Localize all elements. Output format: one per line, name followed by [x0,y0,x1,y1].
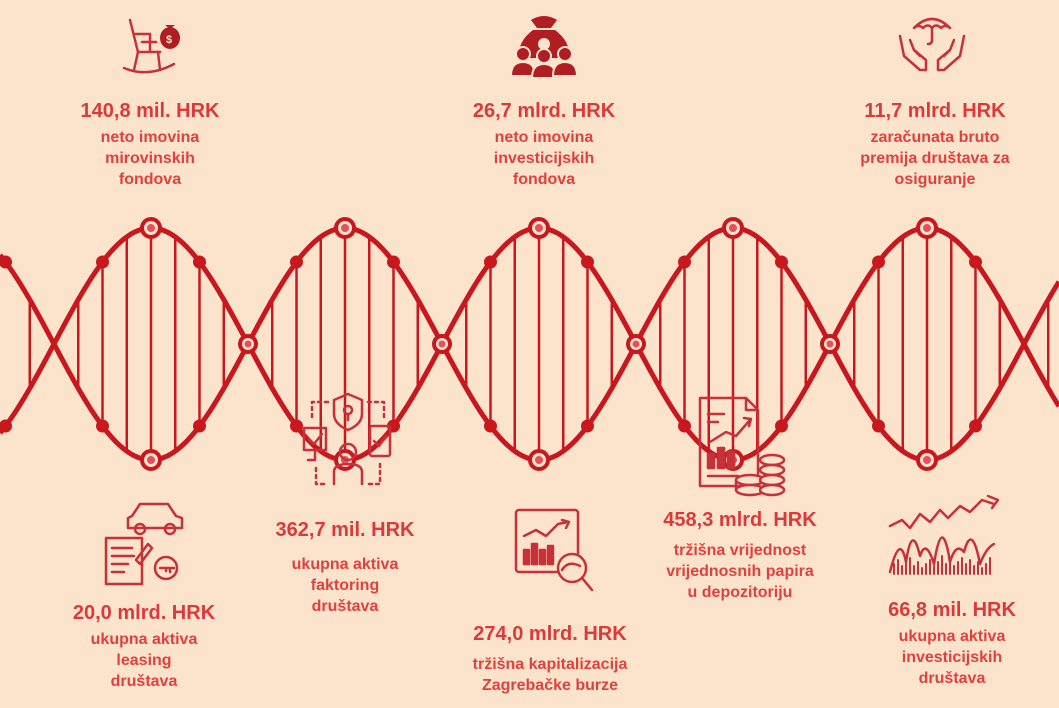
stat-factoring-assets: 362,7 mil. HRK ukupna aktiva faktoring d… [276,518,415,617]
helix-highlight-dot [729,224,737,232]
stat-label-line: faktoring [310,577,380,594]
helix-node [96,419,109,433]
stat-label-line: premija društava za [860,150,1010,167]
stat-label-line: osiguranje [894,171,976,188]
car-contract-key-icon [98,496,188,588]
rocking-chair-money-bag-icon: $ [120,12,188,80]
stat-label-line: Zagrebačke burze [481,677,619,694]
helix-crossing-dot [438,340,446,348]
helix-node [678,255,691,269]
stat-label-line: fondova [118,171,182,188]
helix-node [969,255,982,269]
stat-label-line: vrijednosnih papira [666,563,814,580]
helix-node [678,419,691,433]
stat-label-line: ukupna aktiva [90,631,198,648]
stat-label: ukupna aktiva investicijskih društava [888,626,1016,689]
stat-label: neto imovina mirovinskih fondova [81,127,220,190]
stat-label-line: u depozitoriju [687,584,793,601]
stat-value: 458,3 mlrd. HRK [663,509,817,531]
stat-value: 26,7 mlrd. HRK [472,100,616,122]
stat-market-capitalization: 274,0 mlrd. HRK tržišna kapitalizacija Z… [473,622,628,696]
helix-node [0,419,12,433]
stat-label-line: društava [311,598,379,615]
stat-label: ukupna aktiva faktoring društava [276,554,415,617]
stat-label-line: investicijskih [901,649,1003,666]
helix-node [193,255,206,269]
stat-label-line: tržišna kapitalizacija [472,656,628,673]
stat-value: 362,7 mil. HRK [275,519,415,541]
stat-value: 20,0 mlrd. HRK [72,602,216,624]
stat-label-line: neto imovina [494,129,594,146]
stat-value: 11,7 mlrd. HRK [864,100,1006,122]
umbrella-hands-icon [896,10,968,82]
helix-node [581,419,594,433]
stat-investment-funds: 26,7 mlrd. HRK neto imovina investicijsk… [473,99,615,190]
helix-crossing-dot [632,340,640,348]
stat-depository-value: 458,3 mlrd. HRK tržišna vrijednost vrije… [663,508,816,603]
secure-network-person-icon [300,388,396,488]
helix-node [387,255,400,269]
stat-label-line: ukupna aktiva [898,628,1006,645]
helix-node [775,255,788,269]
stat-pension-funds: 140,8 mil. HRK neto imovina mirovinskih … [81,99,220,190]
stat-label-line: tržišna vrijednost [673,542,807,559]
helix-highlight-dot [341,224,349,232]
helix-node [0,255,12,269]
helix-highlight-dot [147,224,155,232]
stat-investment-companies: 66,8 mil. HRK ukupna aktiva investicijsk… [888,598,1016,689]
stat-label-line: neto imovina [100,129,200,146]
stat-label: zaračunata bruto premija društava za osi… [860,127,1009,190]
helix-node [872,255,885,269]
stat-value: 140,8 mil. HRK [80,100,220,122]
stat-label-line: društava [110,673,178,690]
stat-label-line: zaračunata bruto [870,129,1000,146]
helix-crossing-dot [826,340,834,348]
stat-label-line: leasing [116,652,172,669]
stat-label-line: fondova [512,171,576,188]
stat-label: ukupna aktiva leasing društava [73,629,215,692]
helix-highlight-dot [535,224,543,232]
helix-node [290,419,303,433]
stat-label-line: ukupna aktiva [291,556,399,573]
stat-label: neto imovina investicijskih fondova [473,127,615,190]
money-bag-people-icon [507,10,581,78]
helix-node [581,255,594,269]
helix-node [290,255,303,269]
helix-node [96,255,109,269]
report-coins-icon [688,394,788,498]
stat-label-line: društava [918,670,986,687]
helix-node [484,419,497,433]
helix-crossing-dot [244,340,252,348]
stat-value: 274,0 mlrd. HRK [473,623,627,645]
helix-node [969,419,982,433]
helix-node [775,419,788,433]
svg-text:$: $ [166,34,172,46]
stat-label: tržišna vrijednost vrijednosnih papira u… [663,540,816,603]
stock-trend-icon [886,492,1016,578]
stat-label: tržišna kapitalizacija Zagrebačke burze [473,654,628,696]
stat-leasing-assets: 20,0 mlrd. HRK ukupna aktiva leasing dru… [73,601,215,692]
stat-label-line: investicijskih [493,150,595,167]
helix-highlight-dot [535,456,543,464]
chart-magnifier-icon [512,506,596,594]
helix-node [872,419,885,433]
stat-label-line: mirovinskih [105,150,195,167]
helix-highlight-dot [147,456,155,464]
helix-highlight-dot [923,224,931,232]
helix-highlight-dot [923,456,931,464]
helix-strand [0,225,1059,463]
stat-value: 66,8 mil. HRK [888,599,1016,621]
helix-node [484,255,497,269]
helix-node [193,419,206,433]
helix-strand [0,225,1059,463]
stat-insurance-premium: 11,7 mlrd. HRK zaračunata bruto premija … [860,99,1009,190]
